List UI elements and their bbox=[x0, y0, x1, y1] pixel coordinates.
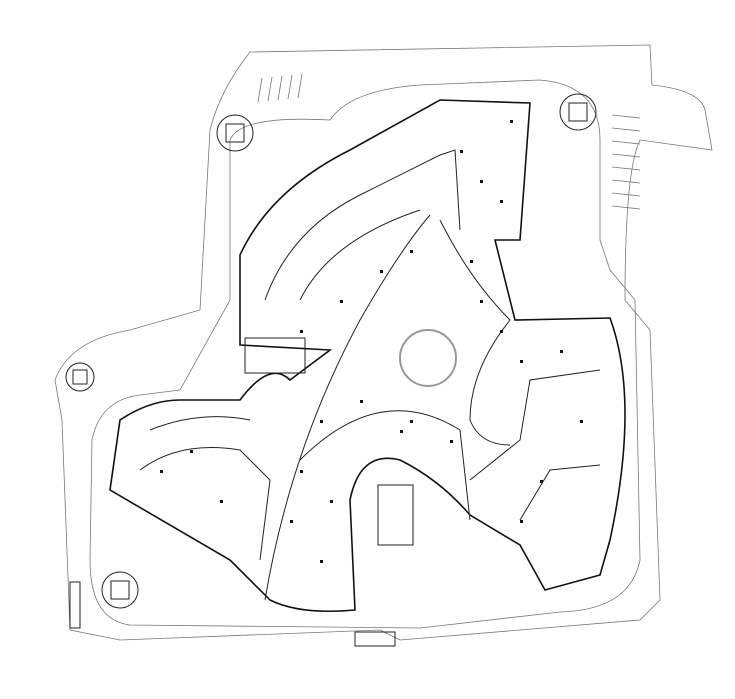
column bbox=[500, 200, 503, 203]
column bbox=[300, 470, 303, 473]
column bbox=[470, 260, 473, 263]
entrance-gate bbox=[354, 631, 396, 647]
column bbox=[560, 350, 563, 353]
east-arc bbox=[439, 219, 511, 446]
column bbox=[220, 500, 223, 503]
column bbox=[520, 520, 523, 523]
column bbox=[360, 400, 363, 403]
ramp-nw bbox=[216, 114, 254, 152]
parking-stalls-top bbox=[257, 73, 303, 103]
column bbox=[520, 360, 523, 363]
column bbox=[320, 420, 323, 423]
column bbox=[480, 300, 483, 303]
ramp-w bbox=[65, 362, 95, 392]
column bbox=[380, 270, 383, 273]
columns bbox=[160, 120, 583, 563]
column bbox=[400, 430, 403, 433]
ramp-sw bbox=[101, 571, 139, 609]
atrium-circle bbox=[399, 329, 457, 387]
column bbox=[300, 330, 303, 333]
north-wing-corridor bbox=[264, 149, 461, 301]
parking-stalls-right bbox=[611, 114, 641, 210]
column bbox=[320, 560, 323, 563]
building-outline bbox=[109, 99, 626, 613]
escalator-south bbox=[377, 484, 414, 546]
south-arc bbox=[299, 410, 471, 521]
southwest-wing-inner bbox=[149, 416, 251, 431]
column bbox=[410, 420, 413, 423]
north-wing-inner bbox=[299, 209, 421, 301]
east-wing-inner bbox=[519, 464, 601, 521]
site-boundary bbox=[54, 44, 713, 641]
column bbox=[330, 500, 333, 503]
column bbox=[460, 150, 463, 153]
column bbox=[450, 440, 453, 443]
column bbox=[160, 470, 163, 473]
east-wing-corridor bbox=[469, 369, 601, 481]
mall-divider bbox=[264, 214, 431, 601]
column bbox=[540, 480, 543, 483]
column bbox=[500, 330, 503, 333]
column bbox=[190, 450, 193, 453]
inner-road bbox=[89, 79, 641, 629]
escalator-west bbox=[244, 337, 306, 374]
column bbox=[290, 520, 293, 523]
column bbox=[510, 120, 513, 123]
ramp-ne bbox=[559, 93, 597, 131]
column bbox=[480, 180, 483, 183]
southwest-wing-corridor bbox=[139, 447, 271, 561]
column bbox=[410, 250, 413, 253]
column bbox=[340, 300, 343, 303]
guard-house bbox=[69, 581, 81, 629]
column bbox=[580, 420, 583, 423]
